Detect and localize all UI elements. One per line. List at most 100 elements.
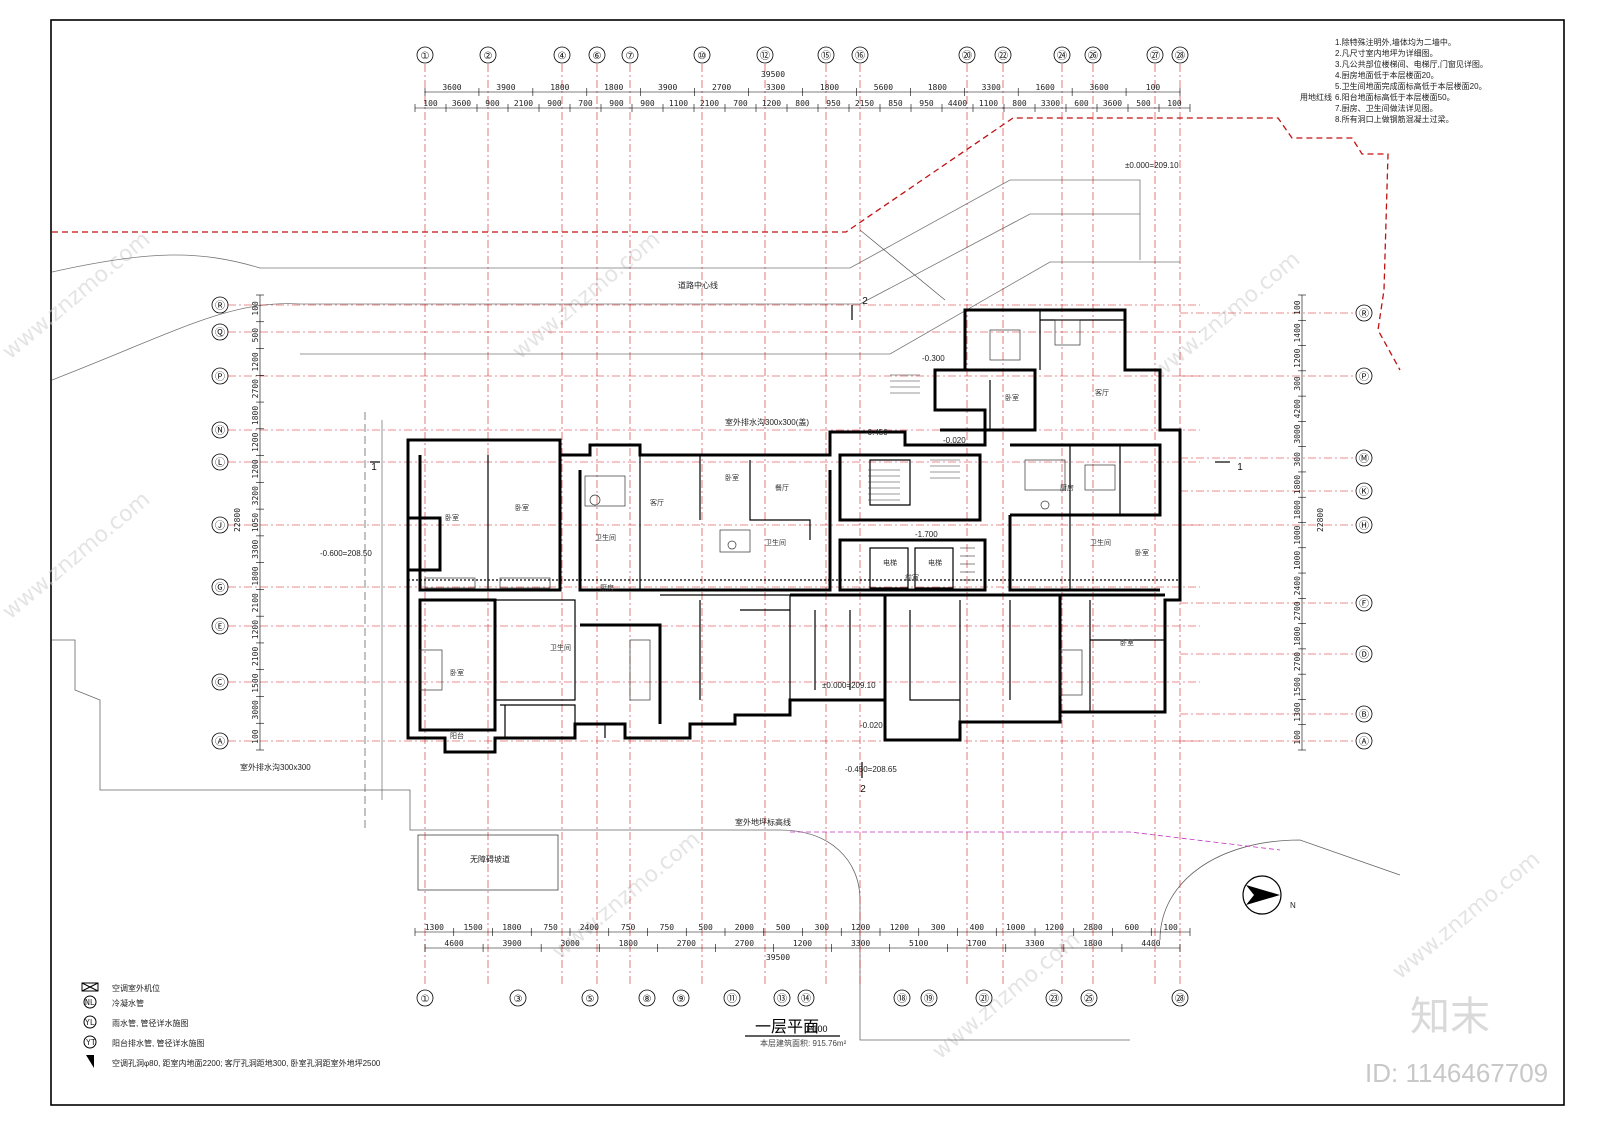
dimension-value: 3900 (658, 83, 677, 92)
dimension-value: 300 (815, 923, 830, 932)
section-mark-2-bottom: 2 (860, 784, 866, 795)
dimension-value: 100 (1293, 300, 1302, 315)
dimension-value: 100 (423, 99, 438, 108)
axis-bubble-left (211, 323, 229, 341)
room-label: 卫生间 (550, 643, 571, 652)
axis-bubble-top (416, 46, 434, 64)
svg-text:NL: NL (85, 998, 95, 1007)
axis-label-bottom: ⑪ (727, 993, 737, 1005)
axis-label-left: Ⓐ (215, 736, 225, 748)
dimension-value: 5600 (874, 83, 893, 92)
dimension-value: 3600 (452, 99, 471, 108)
right-overall-dim: 22800 (1316, 508, 1325, 532)
axis-bubble-bottom (920, 989, 938, 1007)
dimension-value: 4400 (948, 99, 967, 108)
dimension-value: 900 (640, 99, 655, 108)
room-label: 卧室 (1135, 548, 1149, 557)
dimension-value: 100 (1146, 83, 1161, 92)
dimension-value: 1200 (251, 620, 260, 639)
section-mark-2-top: 2 (862, 296, 868, 307)
drawing-title: 一层平面 (755, 1019, 819, 1036)
axis-bubble-bottom (773, 989, 791, 1007)
drawing-subtitle: 本层建筑面积: 915.76m² (760, 1038, 847, 1048)
legend-label: 雨水管, 管径详水施图 (112, 1018, 188, 1028)
svg-text:YT: YT (86, 1038, 96, 1047)
axis-bubble-right (1355, 304, 1373, 322)
room-label: 卫生间 (765, 538, 786, 547)
axis-bubble-top (994, 46, 1012, 64)
dimension-value: 1300 (1293, 702, 1302, 721)
dimension-value: 3900 (502, 939, 521, 948)
dimension-value: 3300 (251, 539, 260, 558)
elev-2: -0.450 (865, 428, 888, 437)
elev-ext: -0.600=208.50 (320, 549, 372, 558)
dimension-value: 1100 (669, 99, 688, 108)
axis-label-top: ① (421, 51, 430, 62)
axis-label-left: Ⓝ (215, 425, 225, 437)
axis-bubble-bottom (1045, 989, 1063, 1007)
axis-label-bottom: ㉘ (1175, 993, 1185, 1005)
building-walls (406, 308, 1182, 754)
dimension-value: 1800 (1293, 626, 1302, 645)
axis-bubble-bottom (1171, 989, 1189, 1007)
svg-text:www.znzmo.com: www.znzmo.com (1388, 847, 1545, 985)
dimension-value: 1600 (1036, 83, 1055, 92)
dimension-value: 1200 (851, 923, 870, 932)
dimension-value: 5100 (909, 939, 928, 948)
dimension-value: 4200 (1293, 399, 1302, 418)
axis-label-left: Ⓖ (215, 582, 225, 594)
elev-3: -0.020 (943, 436, 966, 445)
dimension-value: 1000 (1293, 525, 1302, 544)
axis-label-bottom: ⑲ (924, 993, 934, 1005)
watermark-brand: 知末 (1410, 994, 1490, 1040)
dimension-value: 3900 (496, 83, 515, 92)
axis-bubble-right (1355, 516, 1373, 534)
axis-label-left: Ⓙ (215, 520, 225, 532)
dimension-value: 750 (660, 923, 675, 932)
axis-bubble-bottom (797, 989, 815, 1007)
room-label: 卧室 (725, 473, 739, 482)
axis-bubble-bottom (416, 989, 434, 1007)
axis-bubble-top (588, 46, 606, 64)
axis-bubble-left (211, 673, 229, 691)
dimension-value: 900 (485, 99, 500, 108)
axis-label-top: ⑩ (698, 51, 707, 62)
fixtures (419, 319, 1116, 701)
room-label: 卧室 (1005, 393, 1019, 402)
legend-label: 空调室外机位 (112, 983, 160, 993)
axis-bubble-right (1355, 645, 1373, 663)
general-note: 2.凡尺寸室内地坪为详细图。 (1335, 48, 1438, 58)
axis-label-right: Ⓓ (1359, 649, 1369, 661)
ramp-label: 无障碍坡道 (470, 854, 510, 864)
axis-bubble-right (1355, 482, 1373, 500)
axis-label-right: Ⓚ (1359, 486, 1369, 498)
dimension-value: 3000 (251, 700, 260, 719)
dimension-value: 3300 (1025, 939, 1044, 948)
room-label: 前室 (905, 573, 919, 582)
dimension-value: 4400 (1141, 939, 1160, 948)
dimension-value: 2100 (251, 593, 260, 612)
room-label: 客厅 (650, 498, 664, 507)
dimension-value: 2700 (735, 939, 754, 948)
axis-label-bottom: ⑱ (897, 993, 907, 1005)
axis-label-left: Ⓔ (215, 621, 225, 633)
axis-bubble-left (211, 367, 229, 385)
dimension-value: 1200 (890, 923, 909, 932)
left-dimension-chain: 1005001200270018001200120032001050330018… (251, 294, 264, 751)
dimension-value: 1200 (793, 939, 812, 948)
axis-label-bottom: ⑨ (677, 994, 686, 1005)
axis-bubble-bottom (723, 989, 741, 1007)
axis-bubble-bottom (638, 989, 656, 1007)
bottom-overall-dim: 39500 (766, 953, 790, 962)
axis-label-bottom: ⑭ (801, 993, 811, 1005)
dimension-value: 1700 (967, 939, 986, 948)
dimension-value: 800 (1012, 99, 1027, 108)
dimension-value: 3000 (1293, 424, 1302, 443)
axis-bubble-left (211, 516, 229, 534)
drain-label: 室外排水沟300x300 (240, 762, 311, 772)
legend-label: 阳台排水管, 管径详水施图 (112, 1038, 204, 1048)
axis-label-bottom: ③ (514, 994, 523, 1005)
axis-bubble-top (1053, 46, 1071, 64)
dimension-value: 1800 (604, 83, 623, 92)
